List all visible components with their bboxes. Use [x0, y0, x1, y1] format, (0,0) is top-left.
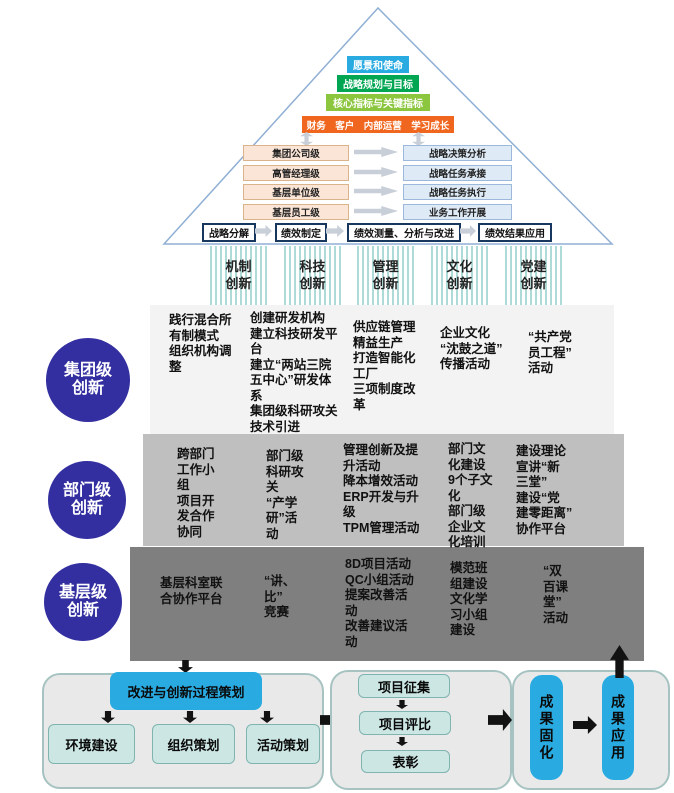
- step-performance-measure: 绩效测量、分析与改进: [347, 223, 461, 242]
- column-mechanism-innovation: 机制 创新: [210, 246, 267, 305]
- cell-group-party: “共产党 员工程” 活动: [528, 330, 572, 375]
- org-level-staff: 基层员工级: [243, 204, 349, 220]
- cell-grass-party: “双 百课 堂” 活动: [543, 564, 569, 625]
- env-building-box: 环境建设: [48, 724, 135, 764]
- task-strategy-execute: 战略任务执行: [403, 184, 512, 200]
- project-collect-box: 项目征集: [358, 674, 450, 698]
- band-group-level: [150, 305, 614, 434]
- org-level-group: 集团公司级: [243, 145, 349, 161]
- result-solidify-box: 成果固化: [530, 675, 563, 780]
- updown-arrow-right: [412, 132, 425, 146]
- bubble-department-level: 部门级 创新: [48, 461, 126, 539]
- column-technology-innovation: 科技 创新: [284, 246, 341, 305]
- org-level-executive: 高管经理级: [243, 165, 349, 181]
- org-level-unit: 基层单位级: [243, 184, 349, 200]
- row-arrow: [354, 206, 398, 216]
- activity-planning-box: 活动策划: [246, 724, 320, 764]
- plan-box: 改进与创新过程策划: [110, 672, 262, 710]
- bubble-grassroots-level: 基层级 创新: [44, 563, 122, 641]
- cell-dept-management: 管理创新及提 升活动 降本增效活动 ERP开发与升 级 TPM管理活动: [343, 443, 420, 535]
- step-performance-result: 绩效结果应用: [478, 223, 552, 242]
- task-business-work: 业务工作开展: [403, 204, 512, 220]
- cell-grass-technology: “讲、 比” 竞赛: [264, 574, 296, 619]
- pyramid-level-vision: 愿景和使命: [347, 56, 409, 73]
- cell-group-management: 供应链管理 精益生产 打造智能化 工厂 三项制度改 革: [353, 320, 416, 412]
- updown-arrow-left: [300, 132, 313, 146]
- step-performance-set: 绩效制定: [275, 223, 327, 242]
- step-arrow: [396, 737, 408, 746]
- band-department-level: [143, 434, 624, 546]
- task-strategy-undertake: 战略任务承接: [403, 165, 512, 181]
- column-culture-innovation: 文化 创新: [431, 246, 488, 305]
- step-strategy-decompose: 战略分解: [202, 223, 256, 242]
- pyramid-outline: [162, 6, 614, 245]
- pyramid-level-bsc-perspectives: 财务 客户 内部运营 学习成长: [302, 116, 454, 133]
- bubble-group-level: 集团级 创新: [46, 338, 130, 422]
- row-arrow: [354, 147, 398, 157]
- band-grassroots-level: [130, 547, 644, 661]
- cell-group-mechanism: 践行混合所 有制模式 组织机构调 整: [169, 313, 232, 374]
- column-party-innovation: 党建 创新: [505, 246, 562, 305]
- row-arrow: [354, 167, 398, 177]
- cell-dept-party: 建设理论 宣讲“新 三堂” 建设“党 建零距离” 协作平台: [516, 444, 573, 536]
- cell-group-technology: 创建研发机构 建立科技研发平 台 建立“两站三院 五中心”研发体 系 集团级科研…: [250, 311, 338, 434]
- step-arrow: [396, 700, 408, 709]
- task-strategy-analysis: 战略决策分析: [403, 145, 512, 161]
- commend-box: 表彰: [361, 750, 450, 773]
- row-arrow: [354, 186, 398, 196]
- cell-group-culture: 企业文化 “沈鼓之道” 传播活动: [440, 326, 503, 371]
- cell-dept-technology: 部门级 科研攻 关 “产学 研”活 动: [266, 449, 304, 541]
- result-apply-box: 成果应用: [602, 675, 634, 780]
- cell-grass-culture: 模范班 组建设 文化学 习小组 建设: [450, 561, 488, 637]
- cell-grass-mechanism: 基层科室联 合协作平台: [160, 576, 223, 606]
- pyramid-level-strategy-plan: 战略规划与目标: [337, 75, 419, 92]
- column-management-innovation: 管理 创新: [357, 246, 414, 305]
- org-planning-box: 组织策划: [152, 724, 235, 764]
- cell-grass-management: 8D项目活动 QC小组活动 提案改善活 动 改善建议活 动: [345, 557, 414, 649]
- project-evaluate-box: 项目评比: [359, 711, 451, 735]
- cell-dept-mechanism: 跨部门 工作小 组 项目开 发合作 协同: [177, 447, 215, 539]
- pyramid-level-core-indicators: 核心指标与关键指标: [326, 94, 430, 111]
- cell-dept-culture: 部门文 化建设 9个子文 化 部门级 企业文 化培训: [448, 442, 493, 549]
